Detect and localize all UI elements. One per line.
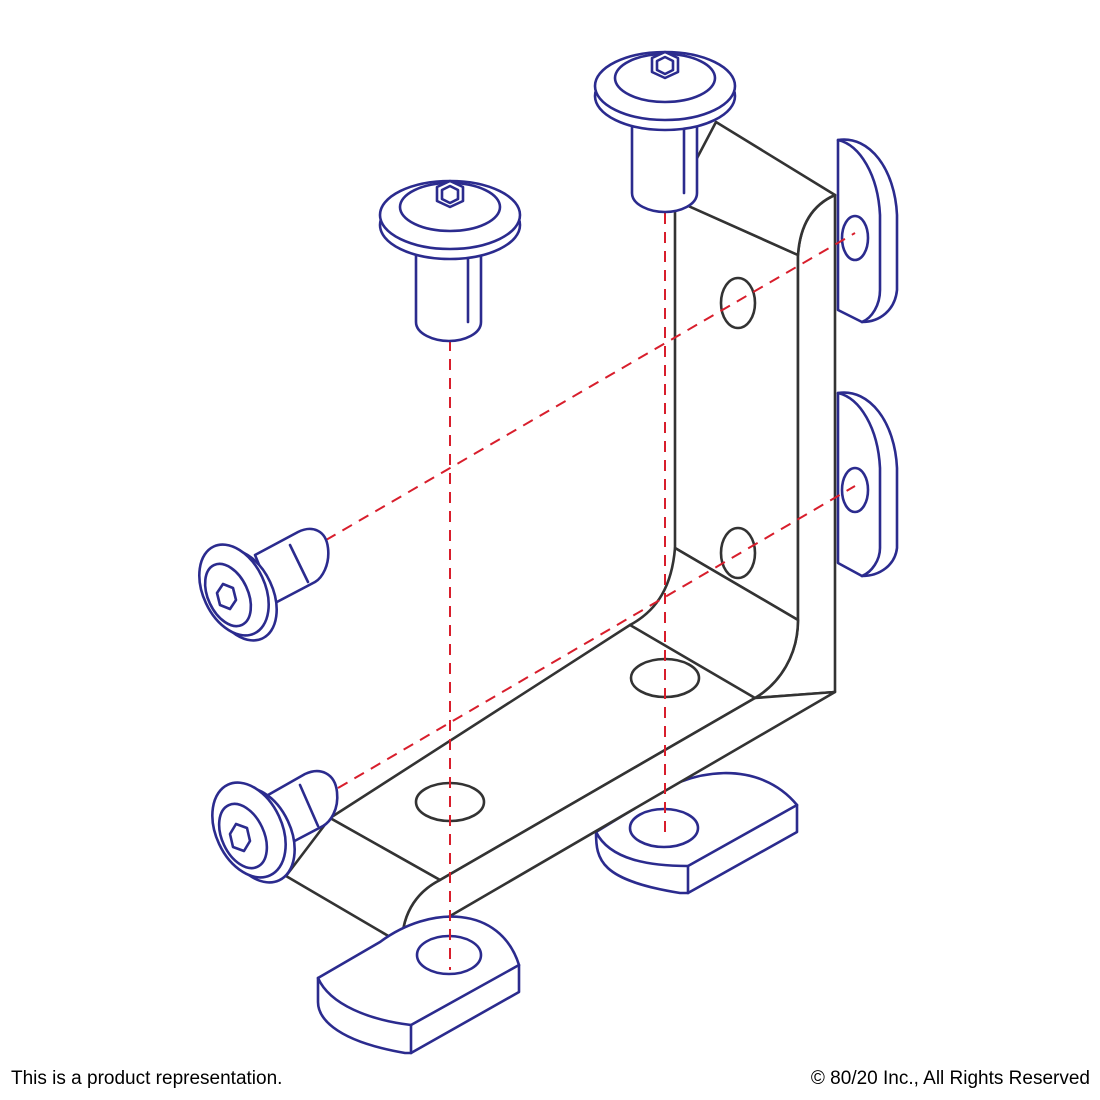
screw-icon <box>198 527 330 642</box>
t-nut-icon <box>836 138 899 324</box>
disclaimer-text: This is a product representation. <box>11 1068 283 1089</box>
copyright-text: © 80/20 Inc., All Rights Reserved <box>810 1068 1090 1089</box>
bracket-icon <box>284 120 837 946</box>
t-nut-icon <box>836 391 899 578</box>
screw-icon <box>378 179 522 343</box>
t-nut-icon <box>316 915 521 1055</box>
screw-icon <box>211 769 339 884</box>
assembly-axis-lines <box>325 213 856 970</box>
screw-icon <box>593 50 737 214</box>
